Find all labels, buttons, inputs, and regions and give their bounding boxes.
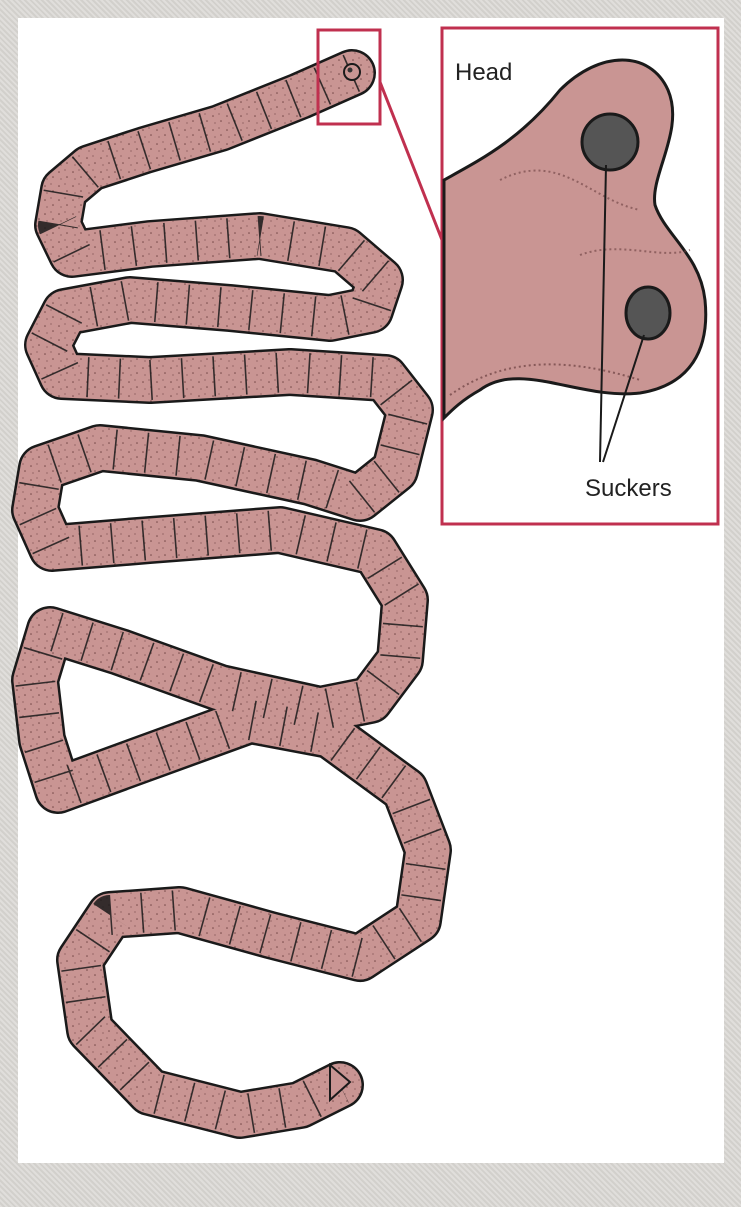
tapeworm-body (35, 64, 428, 1115)
lower-sucker (626, 287, 670, 339)
upper-sucker (582, 114, 638, 170)
head-label: Head (455, 59, 512, 86)
zoom-connector-lines (380, 82, 442, 240)
suckers-label: Suckers (585, 475, 672, 502)
